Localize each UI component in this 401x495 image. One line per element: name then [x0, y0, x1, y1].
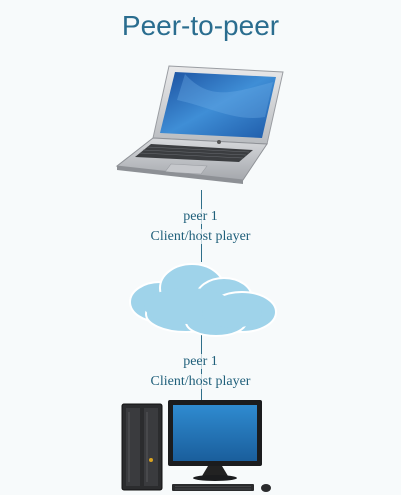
cloud-icon: [129, 263, 277, 337]
desktop-computer-icon: [121, 400, 271, 492]
peer-label-bottom: peer 1 Client/host player: [0, 352, 401, 392]
laptop-icon: [115, 65, 284, 184]
peer-name-bottom: peer 1: [181, 354, 220, 369]
peer-label-top: peer 1 Client/host player: [0, 207, 401, 247]
connector-line-top: [201, 190, 202, 262]
peer-role-bottom: Client/host player: [148, 374, 253, 389]
peer-role-top: Client/host player: [148, 229, 253, 244]
page-title: Peer-to-peer: [121, 10, 280, 41]
peer-name-top: peer 1: [181, 209, 220, 224]
